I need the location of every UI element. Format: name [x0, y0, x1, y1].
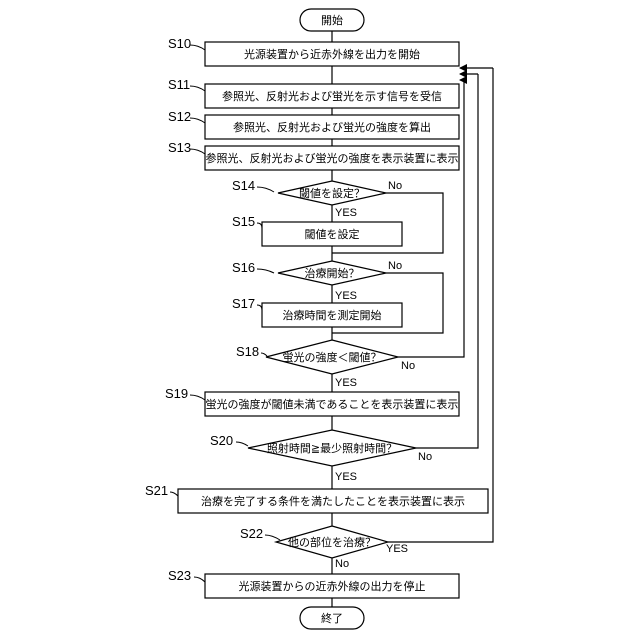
step-id-s15: S15 [232, 214, 255, 229]
step-id-s20: S20 [210, 433, 233, 448]
process-s12-text: 参照光、反射光および蛍光の強度を算出 [233, 120, 431, 134]
step-leader [190, 395, 205, 400]
step-leader [257, 305, 262, 310]
process-s21-text: 治療を完了する条件を満たしたことを表示装置に表示 [201, 494, 465, 508]
decision-s20-text: 照射時間≧最少照射時間？ [267, 441, 397, 455]
step-leader [257, 223, 262, 228]
process-s12: 参照光、反射光および蛍光の強度を算出 [205, 115, 459, 139]
process-s21: 治療を完了する条件を満たしたことを表示装置に表示 [178, 489, 488, 513]
process-s19-text: 蛍光の強度が閾値未満であることを表示装置に表示 [206, 397, 459, 411]
process-s15-text: 閾値を設定 [305, 227, 360, 241]
yes-label: YES [386, 543, 408, 555]
step-id-s13: S13 [168, 140, 191, 155]
decision-s22-text: 他の部位を治療？ [288, 535, 376, 549]
step-id-s10: S10 [168, 36, 191, 51]
process-s10-text: 光源装置から近赤外線を出力を開始 [244, 47, 420, 61]
step-id-s14: S14 [232, 178, 255, 193]
process-s17-text: 治療時間を測定開始 [283, 308, 382, 322]
process-s23-text: 光源装置からの近赤外線の出力を停止 [239, 579, 426, 593]
process-s17: 治療時間を測定開始 [262, 303, 402, 327]
yes-label: YES [335, 471, 357, 483]
step-leader [190, 149, 205, 154]
no-label: No [418, 451, 432, 463]
yes-label: YES [335, 377, 357, 389]
no-label: No [388, 260, 402, 272]
process-s11-text: 参照光、反射光および蛍光を示す信号を受信 [222, 89, 442, 103]
step-id-s23: S23 [168, 568, 191, 583]
decision-s22: 他の部位を治療？ [276, 526, 388, 558]
process-s23: 光源装置からの近赤外線の出力を停止 [205, 574, 459, 598]
step-id-s18: S18 [236, 344, 259, 359]
no-label: No [388, 180, 402, 192]
process-s13: 参照光、反射光および蛍光の強度を表示装置に表示 [205, 146, 459, 170]
process-s19: 蛍光の強度が閾値未満であることを表示装置に表示 [205, 392, 459, 416]
step-id-s11: S11 [168, 77, 190, 92]
process-s15: 閾値を設定 [262, 222, 402, 246]
step-leader [257, 187, 274, 192]
step-leader [257, 269, 274, 273]
step-leader [261, 353, 267, 356]
process-s10: 光源装置から近赤外線を出力を開始 [205, 42, 459, 66]
decision-s16: 治療開始？ [278, 261, 386, 285]
step-id-s19: S19 [165, 386, 188, 401]
yes-label: YES [335, 290, 357, 302]
process-s13-text: 参照光、反射光および蛍光の強度を表示装置に表示 [206, 151, 459, 165]
step-leader [194, 577, 205, 582]
yes-label: YES [335, 207, 357, 219]
end-label: 終了 [321, 611, 343, 625]
step-leader [170, 492, 178, 496]
process-s11: 参照光、反射光および蛍光を示す信号を受信 [205, 84, 459, 108]
start-terminal: 開始 [300, 9, 364, 31]
decision-s18-text: 蛍光の強度＜閾値？ [283, 350, 382, 364]
decision-s14-text: 閾値を設定？ [299, 186, 365, 200]
step-id-s17: S17 [232, 296, 255, 311]
step-id-s16: S16 [232, 260, 255, 275]
step-id-s22: S22 [240, 526, 263, 541]
step-leader [236, 442, 248, 446]
step-leader [190, 45, 205, 50]
start-label: 開始 [321, 13, 343, 27]
decision-s18: 蛍光の強度＜閾値？ [266, 340, 398, 374]
no-label: No [401, 360, 415, 372]
step-id-s21: S21 [145, 483, 168, 498]
step-id-s12: S12 [168, 109, 191, 124]
step-leader [190, 86, 205, 91]
decision-s20: 照射時間≧最少照射時間？ [248, 430, 416, 466]
end-terminal: 終了 [300, 607, 364, 629]
step-leader [190, 118, 205, 123]
no-label: No [335, 558, 349, 570]
step-leader [265, 535, 280, 540]
decision-s14: 閾値を設定？ [278, 181, 386, 205]
decision-s16-text: 治療開始？ [305, 266, 360, 280]
